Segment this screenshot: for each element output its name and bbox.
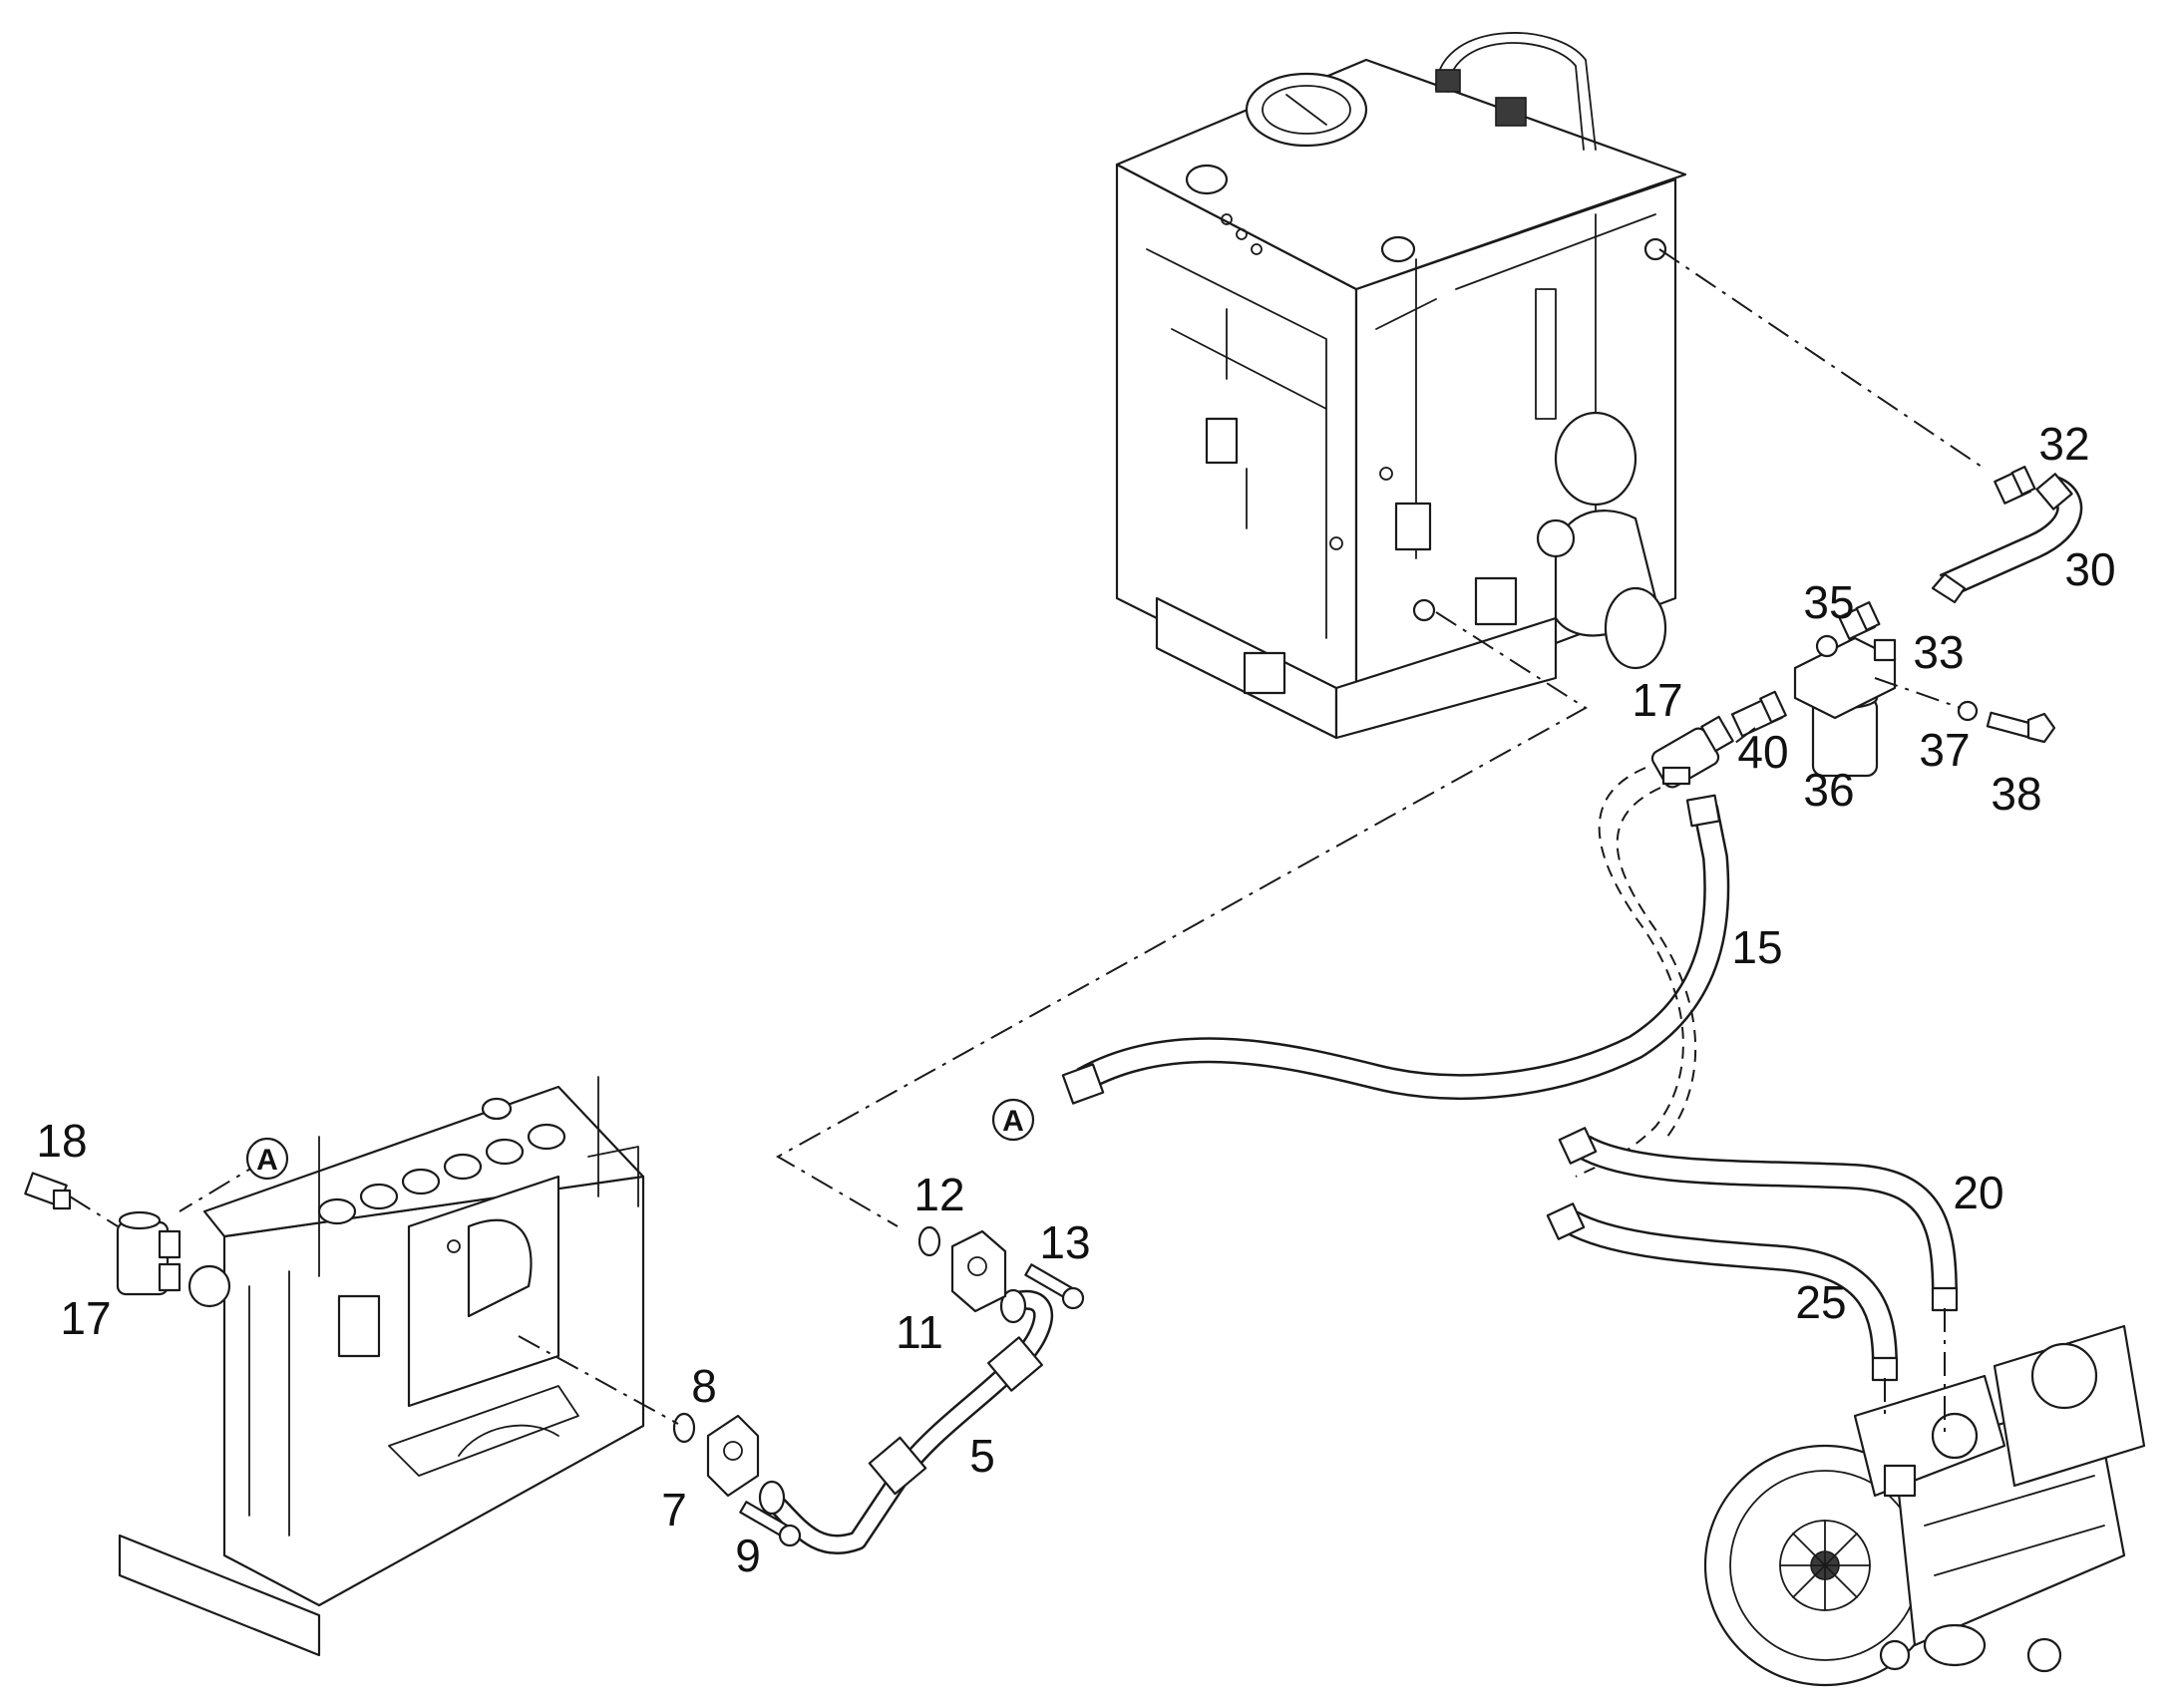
bolt-38	[1986, 711, 2056, 744]
hydraulic-tank-assembly	[1115, 32, 1687, 740]
callout-32: 32	[2038, 418, 2089, 470]
tube-5	[758, 1288, 1053, 1555]
callout-35: 35	[1803, 576, 1854, 628]
flange-clamp-11	[950, 1229, 1007, 1313]
callout-25: 25	[1795, 1276, 1846, 1328]
hose-15	[1061, 794, 1730, 1105]
hose-25	[1546, 1202, 1899, 1382]
callout-5: 5	[969, 1430, 995, 1482]
svg-text:A: A	[1002, 1105, 1024, 1138]
reference-marker-a-left: A	[245, 1137, 289, 1181]
reference-marker-a-center: A	[991, 1098, 1035, 1142]
callout-17-left: 17	[60, 1292, 111, 1344]
callout-15: 15	[1731, 921, 1782, 973]
callout-17-right: 17	[1632, 674, 1682, 726]
hose-30	[1931, 473, 2083, 604]
callout-9: 9	[735, 1530, 761, 1581]
transmission-pump-unit	[1703, 1324, 2146, 1687]
adapter-33	[1838, 601, 1881, 640]
o-ring-8	[672, 1412, 696, 1444]
callout-8: 8	[691, 1360, 717, 1412]
alternate-hose-route	[1575, 767, 1684, 1178]
callout-36: 36	[1803, 764, 1854, 816]
tee-fitting-17-right	[1650, 715, 1734, 789]
flange-clamp-7	[706, 1414, 760, 1498]
washer-37	[1957, 700, 1979, 722]
engine-frame	[118, 1076, 645, 1657]
callout-33: 33	[1913, 626, 1964, 678]
callout-18: 18	[36, 1115, 87, 1167]
center-lines	[69, 248, 1986, 1436]
adapter-32	[1994, 466, 2036, 505]
svg-text:A: A	[256, 1144, 278, 1177]
callout-40: 40	[1737, 726, 1788, 778]
filter-head-35	[1793, 634, 1897, 720]
callout-7: 7	[661, 1484, 687, 1536]
callout-11: 11	[896, 1306, 943, 1358]
callout-38: 38	[1991, 768, 2041, 820]
callout-37: 37	[1919, 724, 1970, 776]
callout-30: 30	[2064, 543, 2115, 595]
callout-labels: 5 7 8 9 11 12 13 15 17 17 18 20 25 30 32…	[36, 418, 2115, 1581]
adapter-40	[1730, 690, 1787, 738]
injector-bosses	[317, 1097, 566, 1225]
fitting-18	[24, 1172, 72, 1210]
callout-12: 12	[913, 1169, 964, 1220]
bolt-9	[739, 1501, 802, 1547]
callout-20: 20	[1953, 1167, 2003, 1218]
callout-13: 13	[1039, 1216, 1090, 1268]
tee-fitting-17-left	[116, 1210, 182, 1296]
o-ring-12	[917, 1225, 941, 1257]
bolt-13	[1024, 1263, 1085, 1310]
hose-20	[1558, 1127, 1959, 1312]
